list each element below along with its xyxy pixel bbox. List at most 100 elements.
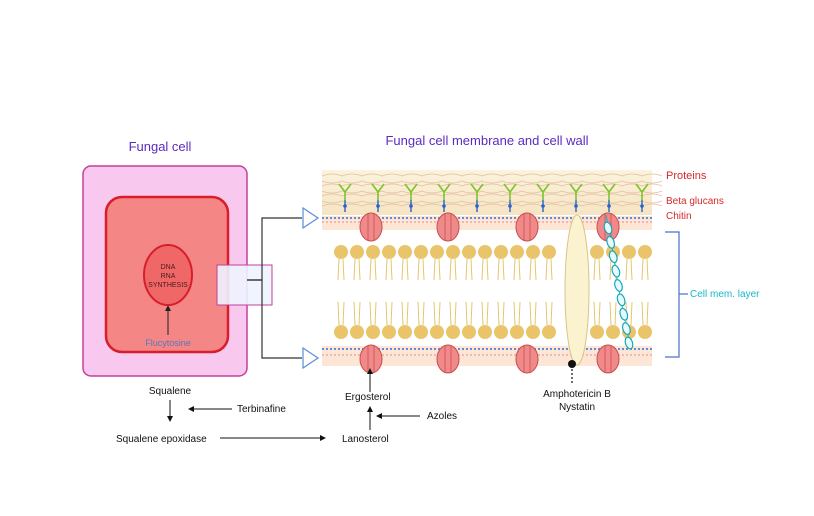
membrane-protein <box>436 212 460 242</box>
membrane-protein <box>515 344 539 374</box>
nucleus-label-rna: RNA <box>161 273 176 280</box>
glucan-branch <box>602 183 616 200</box>
lipid-tail <box>433 258 441 281</box>
glucan-branch <box>338 183 352 200</box>
lipid-head <box>366 245 380 259</box>
lipid-head <box>334 245 348 259</box>
terbinafine-arrowhead <box>188 406 194 412</box>
zoom-region <box>216 264 273 306</box>
lipid-tail <box>641 258 649 281</box>
glucan-branch <box>371 183 385 200</box>
beta-glucan <box>503 183 517 212</box>
lipid-head <box>446 245 460 259</box>
chitin-bead <box>619 307 629 321</box>
lipid-tail <box>417 301 425 326</box>
beta-glucan <box>437 183 451 212</box>
lipid-tail <box>593 258 601 281</box>
nystatin-label: Nystatin <box>559 402 595 413</box>
beta-glucans <box>338 183 649 212</box>
lipid-head <box>462 245 476 259</box>
protein-body <box>515 344 539 374</box>
amphotericin-head <box>568 360 576 368</box>
terbinafine-label: Terbinafine <box>237 404 286 415</box>
lipid-head <box>606 325 620 339</box>
lipid-head <box>382 325 396 339</box>
glucan-node <box>607 204 611 208</box>
lipid-tail <box>401 301 409 326</box>
flucytosine-arrowhead <box>165 305 171 311</box>
ergosterol-arrowhead <box>367 368 373 374</box>
lipid-tail <box>513 301 521 326</box>
protein-fiber <box>321 180 663 184</box>
lipid-tail <box>497 258 505 281</box>
lipid-head <box>590 245 604 259</box>
glucan-branch <box>635 183 649 200</box>
beta-glucan <box>338 183 352 212</box>
lipid-tail <box>529 301 537 326</box>
lipid-head <box>462 325 476 339</box>
lipid-head <box>430 325 444 339</box>
lanosterol-arrowhead <box>367 406 373 412</box>
glucan-node <box>409 204 413 208</box>
lipid-tail <box>337 258 345 281</box>
lipid-tail <box>465 258 473 281</box>
lipid-tail <box>513 258 521 281</box>
beta-glucans-label: Beta glucans <box>666 196 724 207</box>
glucan-node <box>442 204 446 208</box>
beta-glucan <box>536 183 550 212</box>
amphotericin-label: Amphotericin B <box>543 389 611 400</box>
membrane-protein <box>359 344 383 374</box>
lipid-tail <box>465 301 473 326</box>
glucan-branch <box>404 183 418 200</box>
chitin-bead <box>603 221 613 235</box>
membrane-top-band <box>322 216 652 230</box>
membrane-protein <box>596 344 620 374</box>
chitin-bead <box>611 264 621 278</box>
lipid-head <box>638 245 652 259</box>
lipid-tail <box>337 301 345 326</box>
beta-glucan <box>470 183 484 212</box>
beta-glucan <box>602 183 616 212</box>
lipid-head <box>590 325 604 339</box>
lipid-head <box>510 245 524 259</box>
chitin-bead <box>606 235 616 249</box>
beta-glucan <box>569 183 583 212</box>
glucan-node <box>475 204 479 208</box>
zoom-pointer-top <box>302 206 320 230</box>
lipid-head <box>366 325 380 339</box>
beta-glucan <box>371 183 385 212</box>
beta-glucan <box>635 183 649 212</box>
squalene-epoxidase-label: Squalene epoxidase <box>116 434 207 445</box>
protein-body <box>596 344 620 374</box>
membrane-top-band-fill <box>322 216 652 230</box>
lipid-bilayer <box>334 245 652 339</box>
lipid-tail <box>385 258 393 281</box>
membrane-protein <box>515 212 539 242</box>
protein-body <box>359 212 383 242</box>
lipid-tail <box>353 258 361 281</box>
lipid-tail <box>401 258 409 281</box>
glucan-branch <box>470 183 484 200</box>
lipid-head <box>494 325 508 339</box>
cell-wall <box>321 170 663 215</box>
glucan-node <box>376 204 380 208</box>
glucan-branch <box>503 183 517 200</box>
glucan-branch <box>437 183 451 200</box>
lipid-tail <box>497 301 505 326</box>
lipid-head <box>398 325 412 339</box>
ergosterol-pathway: Squalene Terbinafine Squalene epoxidase … <box>116 368 611 445</box>
membrane-protein <box>436 344 460 374</box>
lipid-tail <box>449 258 457 281</box>
azoles-arrowhead <box>376 413 382 419</box>
lipid-head <box>542 325 556 339</box>
chitin-label: Chitin <box>666 211 692 222</box>
lipid-head <box>414 245 428 259</box>
fungal-cell: DNA RNA SYNTHESIS Flucytosine <box>82 165 273 377</box>
glucan-node <box>343 204 347 208</box>
lipid-tail <box>481 301 489 326</box>
proteins-label: Proteins <box>666 170 707 182</box>
squalene-arrowhead <box>167 416 173 422</box>
azoles-label: Azoles <box>427 411 457 422</box>
lipid-tail <box>353 301 361 326</box>
